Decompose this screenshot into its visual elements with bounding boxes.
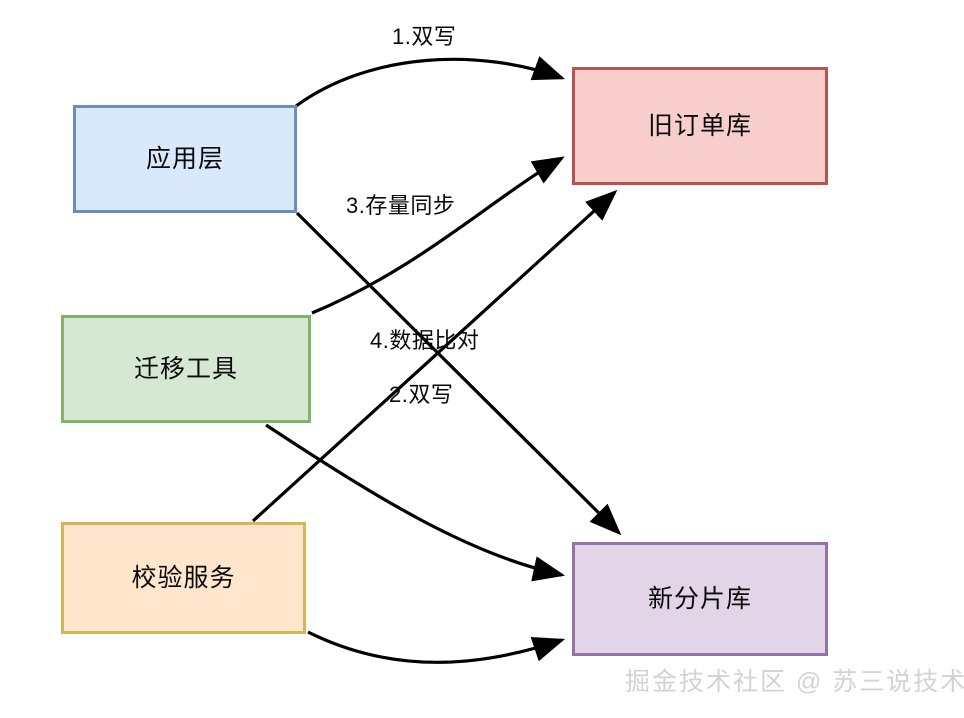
edge-label-dual-write-old: 1.双写 bbox=[392, 24, 457, 49]
edge-label-data-compare: 4.数据比对 bbox=[370, 328, 480, 353]
edge-path-data-compare bbox=[251, 189, 618, 523]
edge-path-dual-write-new bbox=[295, 211, 622, 536]
node-application-layer[interactable]: 应用层 bbox=[73, 105, 297, 213]
edge-path-migrate-to-new bbox=[265, 423, 566, 582]
edge-label-stock-sync: 3.存量同步 bbox=[346, 193, 456, 218]
node-label-application-layer: 应用层 bbox=[145, 144, 224, 173]
node-label-new-sharded-database: 新分片库 bbox=[647, 584, 752, 613]
node-label-verification-service: 校验服务 bbox=[131, 563, 236, 592]
node-verification-service[interactable]: 校验服务 bbox=[61, 522, 306, 634]
edge-label-dual-write-new: 2.双写 bbox=[389, 382, 454, 407]
watermark: 掘金技术社区 @ 苏三说技术 bbox=[625, 668, 964, 696]
edge-path-verify-to-new bbox=[307, 630, 566, 664]
node-label-old-order-database: 旧订单库 bbox=[647, 111, 752, 140]
node-new-sharded-database[interactable]: 新分片库 bbox=[572, 542, 828, 656]
edge-path-dual-write-old bbox=[295, 56, 566, 108]
edge-path-stock-sync bbox=[311, 156, 565, 315]
node-migration-tool[interactable]: 迁移工具 bbox=[61, 315, 311, 423]
node-label-migration-tool: 迁移工具 bbox=[133, 354, 238, 383]
node-old-order-database[interactable]: 旧订单库 bbox=[572, 67, 828, 185]
